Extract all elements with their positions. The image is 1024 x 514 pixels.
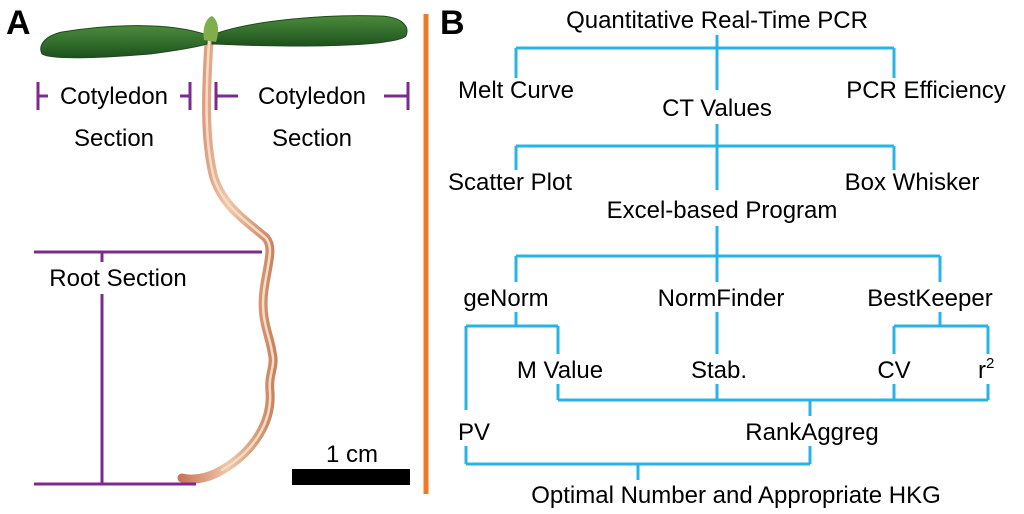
node-melt-curve: Melt Curve: [458, 77, 574, 104]
node-box-whisker: Box Whisker: [845, 169, 980, 196]
scale-bar-label: 1 cm: [326, 441, 378, 468]
cotyledon-left-section-label: Section: [74, 125, 154, 152]
right-cotyledon-leaf: [211, 15, 408, 47]
node-optimal-hkg: Optimal Number and Appropriate HKG: [531, 482, 941, 509]
node-rankaggreg: RankAggreg: [745, 419, 878, 446]
node-r2-superscript: 2: [986, 355, 994, 372]
node-cv: CV: [877, 357, 910, 384]
node-ct-values: CT Values: [662, 95, 772, 122]
root-section-label: Root Section: [49, 265, 186, 292]
seedling-stem-highlight: [205, 40, 275, 472]
node-genorm: geNorm: [463, 285, 548, 312]
cotyledon-right-bracket: [214, 82, 410, 110]
seedling-illustration: [40, 15, 408, 484]
panel-b-letter: B: [440, 4, 465, 42]
panel-a-letter: A: [6, 4, 31, 42]
node-r2-base: r: [978, 357, 986, 384]
cotyledon-right-label: Cotyledon: [258, 83, 366, 110]
left-cotyledon-leaf: [40, 25, 208, 59]
node-bestkeeper: BestKeeper: [867, 285, 992, 312]
node-pcr-efficiency: PCR Efficiency: [846, 77, 1006, 104]
node-scatter-plot: Scatter Plot: [448, 169, 572, 196]
node-m-value: M Value: [517, 357, 603, 384]
node-pv: PV: [458, 419, 490, 446]
scale-bar: [292, 469, 410, 485]
cotyledon-right-section-label: Section: [272, 125, 352, 152]
flowchart-connectors: [464, 35, 990, 480]
apical-bud: [203, 16, 219, 42]
root-section-bracket: [34, 250, 262, 486]
node-qpcr: Quantitative Real-Time PCR: [566, 7, 868, 34]
cotyledon-left-label: Cotyledon: [60, 83, 168, 110]
node-excel-program: Excel-based Program: [607, 197, 838, 224]
node-stab: Stab.: [691, 357, 747, 384]
node-r2: r2: [978, 355, 994, 384]
node-normfinder: NormFinder: [658, 285, 785, 312]
cotyledon-left-bracket: [36, 82, 192, 110]
